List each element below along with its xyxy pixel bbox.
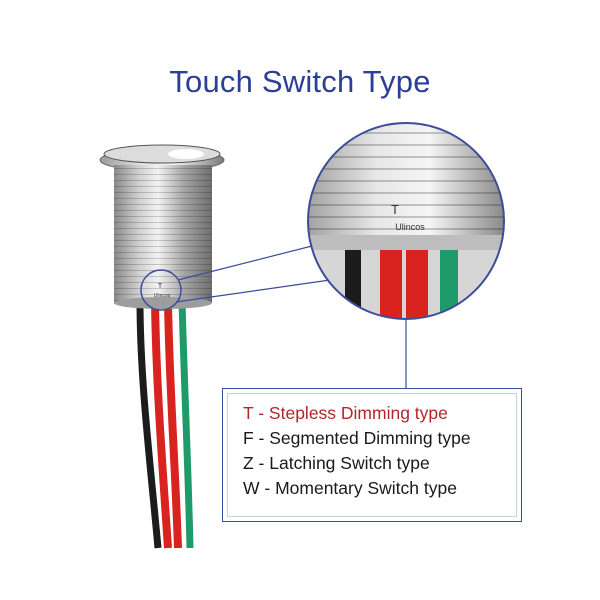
callout-line-upper: [177, 245, 313, 281]
legend-item-z: Z - Latching Switch type: [243, 453, 430, 473]
highlight-circle: [140, 269, 182, 311]
switch-body: [99, 144, 225, 309]
magnifier-ring: [307, 122, 505, 320]
legend-item-f: F - Segmented Dimming type: [243, 428, 471, 448]
callout-line-lower: [175, 279, 331, 303]
page-title: Touch Switch Type: [169, 64, 431, 99]
switch-marking-brand-small: Ulincos: [154, 293, 171, 299]
switch-marking-letter: T: [391, 202, 399, 217]
legend-frame: [227, 393, 517, 517]
legend-list: T - Stepless Dimming type F - Segmented …: [243, 401, 471, 501]
legend-item-w: W - Momentary Switch type: [243, 478, 457, 498]
type-legend: T - Stepless Dimming type F - Segmented …: [222, 388, 522, 522]
legend-item-t: T - Stepless Dimming type: [243, 403, 448, 423]
wire-bundle: [136, 299, 194, 549]
switch-marking-brand: Ulincos: [395, 222, 425, 232]
switch-marking-letter-small: T: [158, 283, 163, 290]
